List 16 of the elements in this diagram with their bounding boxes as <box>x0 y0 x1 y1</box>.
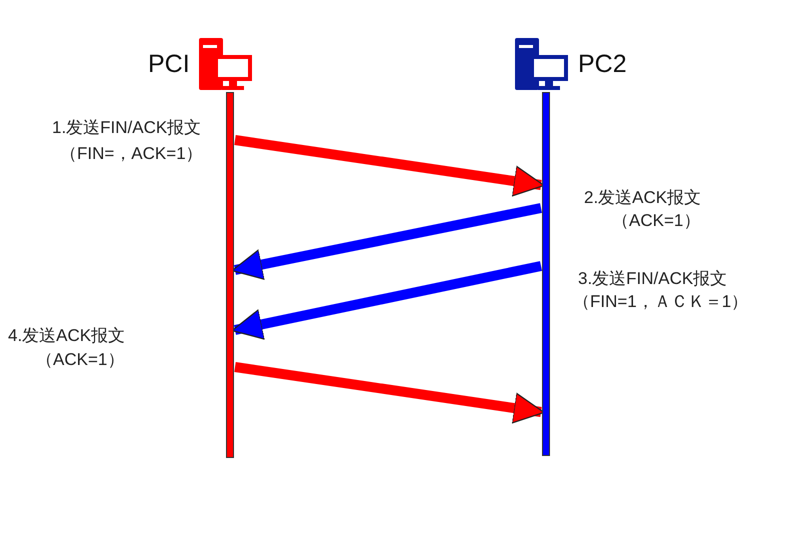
message-label: （FIN=1，ＡＣＫ＝1） <box>573 291 748 313</box>
message-label: （ACK=1） <box>36 349 124 371</box>
message-label: （FIN=，ACK=1） <box>60 143 203 165</box>
host-name: PC2 <box>578 50 627 78</box>
arrow <box>234 362 545 424</box>
message-label: 2.发送ACK报文 <box>584 187 702 209</box>
lifeline-bar <box>226 92 234 458</box>
host-name: PCI <box>148 50 190 78</box>
message-label: 3.发送FIN/ACK报文 <box>578 268 728 290</box>
arrow <box>234 135 545 196</box>
arrow <box>231 203 542 280</box>
message-label: 1.发送FIN/ACK报文 <box>52 117 202 139</box>
arrow <box>231 261 542 340</box>
message-label: 4.发送ACK报文 <box>8 325 126 347</box>
message-label: （ACK=1） <box>612 210 700 232</box>
lifeline-bar <box>542 92 550 456</box>
